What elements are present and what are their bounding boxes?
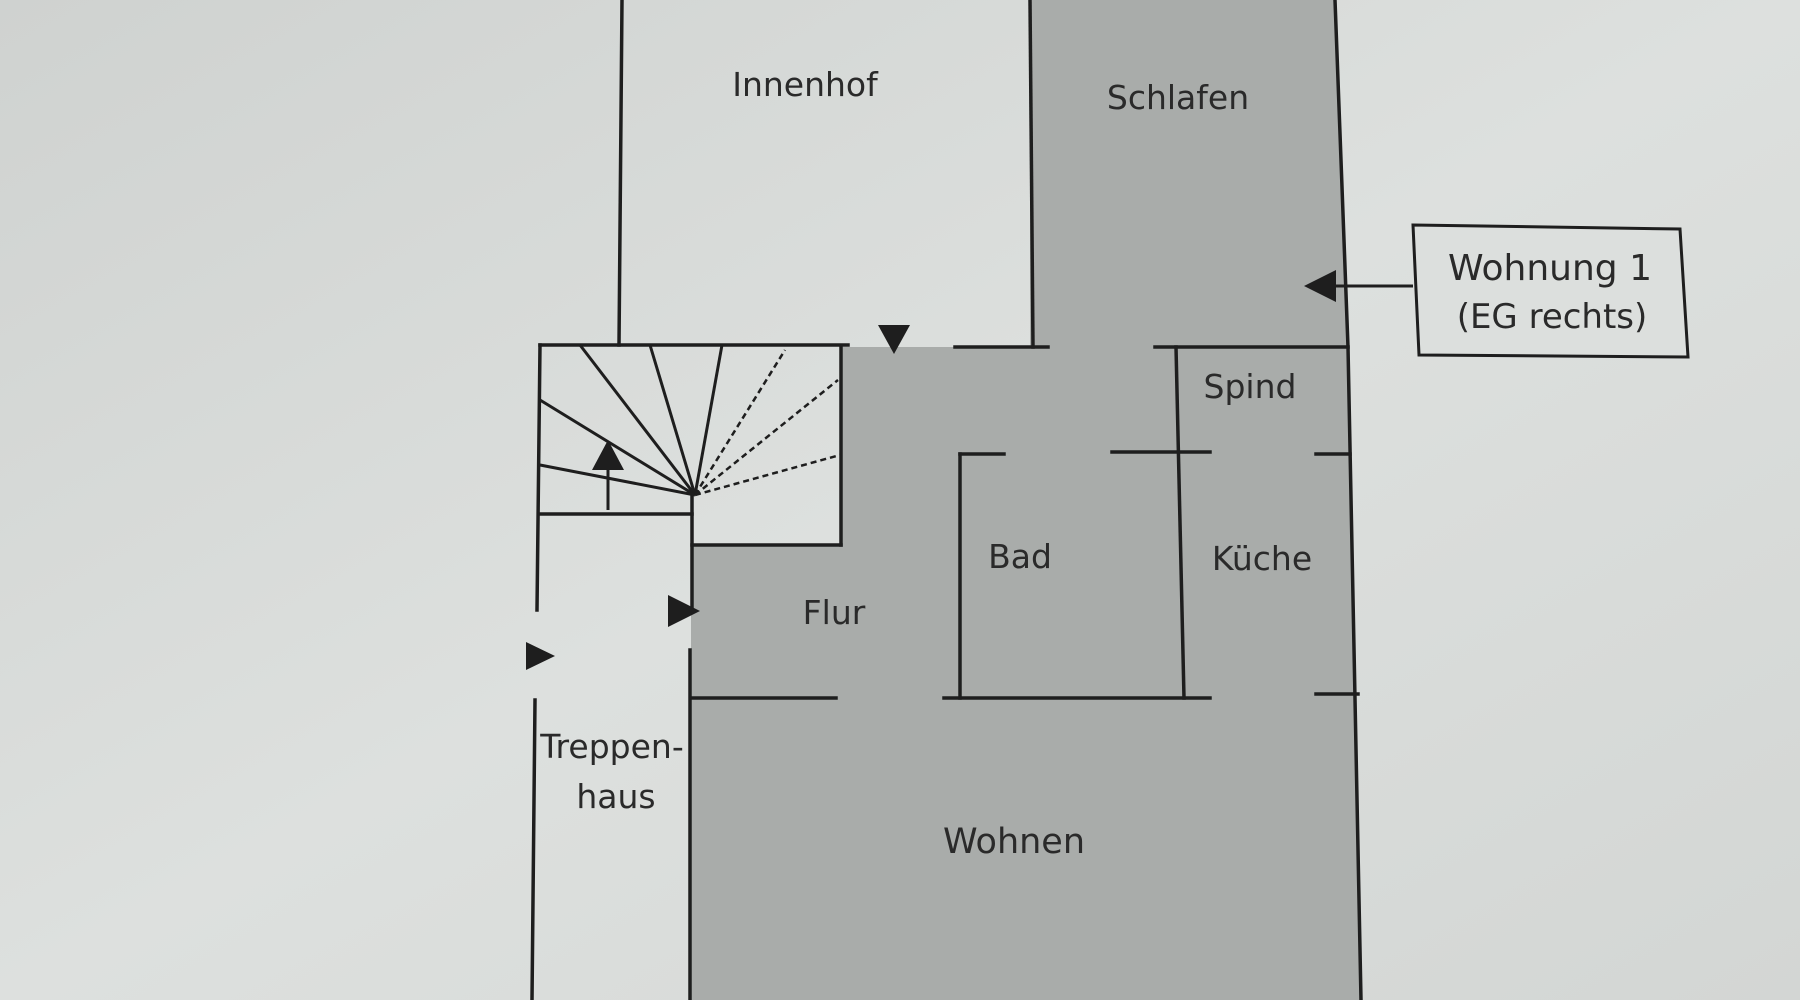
walls	[530, 0, 1363, 1000]
apartment-area	[691, 0, 1361, 1000]
label-treppenhaus-1: Treppen-	[539, 727, 683, 766]
label-bad: Bad	[988, 537, 1052, 576]
entrance-arrow-right-icon	[526, 642, 555, 670]
label-flur: Flur	[803, 593, 866, 632]
label-spind: Spind	[1204, 367, 1297, 406]
callout-line-1: Wohnung 1	[1448, 248, 1652, 289]
label-schlafen: Schlafen	[1107, 78, 1249, 117]
label-kueche: Küche	[1212, 539, 1312, 578]
callout-box	[1304, 223, 1690, 359]
courtyard-wall	[617, 0, 624, 347]
door-arrow-right-icon	[668, 595, 700, 627]
label-innenhof: Innenhof	[732, 65, 879, 104]
staircase	[539, 344, 841, 510]
callout-arrow-icon	[1304, 270, 1336, 302]
label-wohnen: Wohnen	[943, 822, 1085, 862]
stair-arrow-head-icon	[592, 440, 624, 470]
schlafen-left-wall	[1028, 0, 1035, 349]
door-arrow-down-icon	[878, 325, 910, 354]
callout-line-2: (EG rechts)	[1457, 297, 1648, 337]
label-treppenhaus-2: haus	[576, 777, 655, 816]
